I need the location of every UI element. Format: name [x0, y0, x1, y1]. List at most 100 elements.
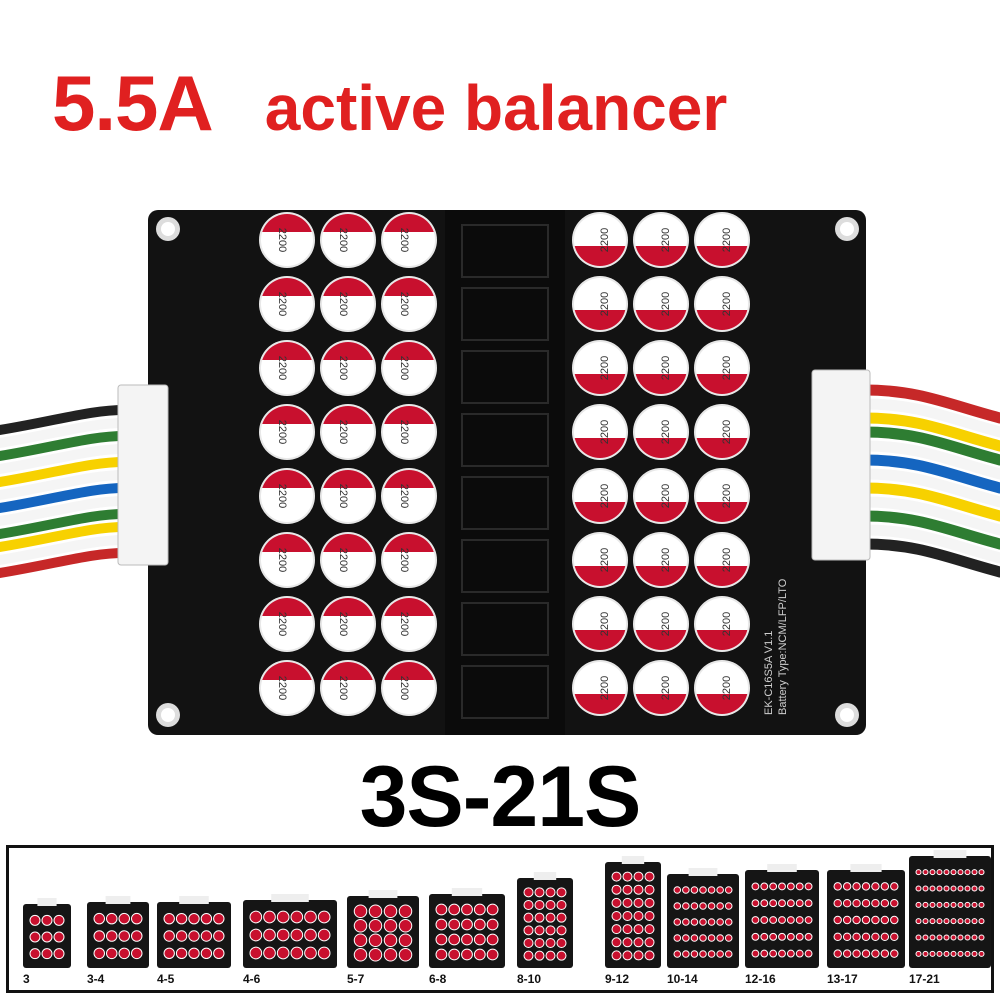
capacitor: 2200 — [381, 532, 437, 588]
wire — [0, 418, 130, 448]
svg-text:2200: 2200 — [599, 484, 611, 508]
variant-capacitor — [778, 882, 786, 891]
svg-text:2200: 2200 — [337, 356, 349, 380]
capacitor: 2200 — [259, 596, 315, 652]
variant-capacitor — [971, 950, 978, 957]
variant-capacitor — [644, 911, 655, 921]
variant-capacitor — [842, 915, 852, 925]
svg-text:2200: 2200 — [337, 420, 349, 444]
variant-label: 6-8 — [429, 972, 447, 986]
variant-capacitor — [486, 933, 499, 946]
variant-capacitor — [290, 946, 304, 960]
variant-board-3-4: 3-4 — [87, 896, 149, 990]
variant-capacitor — [804, 932, 813, 941]
variant-capacitor — [461, 948, 473, 961]
variant-capacitor — [707, 902, 716, 910]
svg-text:2200: 2200 — [337, 292, 349, 316]
capacitor: 2200 — [694, 468, 750, 524]
wire — [859, 384, 1000, 424]
variant-capacitor — [106, 912, 118, 925]
capacitor: 2200 — [381, 468, 437, 524]
variant-capacitor — [213, 947, 225, 960]
variant-capacitor — [690, 918, 699, 926]
wire — [0, 431, 130, 461]
capacitor: 2200 — [381, 660, 437, 716]
variant-capacitor — [398, 904, 413, 918]
variant-capacitor — [769, 932, 778, 941]
variant-capacitor — [964, 901, 971, 908]
variant-capacitor — [804, 949, 813, 958]
variant-capacitor — [611, 911, 622, 921]
variant-capacitor — [622, 950, 633, 961]
variant-capacitor — [523, 938, 534, 948]
variant-capacitor — [556, 912, 567, 923]
variant-capacitor — [842, 882, 852, 891]
svg-text:2200: 2200 — [398, 484, 410, 508]
svg-text:2200: 2200 — [599, 228, 611, 252]
variant-capacitor — [707, 918, 716, 926]
variant-capacitor — [751, 899, 760, 908]
variant-capacitor — [922, 885, 929, 892]
capacitor: 2200 — [694, 404, 750, 460]
variant-board-image — [429, 888, 505, 968]
variant-capacitor — [249, 946, 263, 960]
variant-capacitor — [929, 934, 936, 941]
variant-capacitor — [545, 912, 556, 923]
variant-capacitor — [41, 948, 53, 960]
variant-capacitor — [523, 912, 534, 923]
variant-capacitor — [842, 932, 852, 942]
variant-capacitor — [461, 933, 473, 946]
variant-capacitor — [769, 899, 778, 908]
variant-capacitor — [769, 916, 778, 924]
variant-capacitor — [978, 918, 985, 925]
variant-label: 17-21 — [909, 972, 940, 986]
variant-capacitor — [213, 912, 225, 925]
variant-capacitor — [383, 933, 398, 947]
variant-capacitor — [461, 903, 473, 916]
variant-capacitor — [534, 950, 545, 961]
variant-board-3: 3 — [23, 898, 71, 990]
wire — [0, 457, 130, 487]
variant-capacitor — [915, 950, 922, 957]
inductor — [461, 602, 549, 656]
variant-capacitor — [769, 882, 778, 891]
capacitor: 2200 — [572, 340, 628, 396]
wire — [859, 454, 1000, 494]
variant-capacitor — [644, 924, 655, 935]
variant-board-image — [745, 864, 819, 968]
variant-label: 9-12 — [605, 972, 630, 986]
variant-capacitor — [707, 934, 716, 942]
capacitor: 2200 — [633, 276, 689, 332]
capacitor: 2200 — [694, 532, 750, 588]
inductor — [461, 350, 549, 404]
variant-capacitor — [200, 930, 213, 942]
variant-capacitor — [368, 904, 383, 918]
inductor-channel — [445, 210, 565, 735]
variant-capacitor — [644, 884, 655, 895]
variant-capacitor — [760, 949, 769, 958]
variant-capacitor — [633, 950, 644, 961]
variant-board-4-6: 4-6 — [243, 894, 337, 990]
wire — [859, 510, 1000, 550]
variant-capacitor — [682, 918, 690, 926]
variant-capacitor — [304, 910, 317, 924]
variant-capacitor — [871, 882, 880, 891]
variant-capacitor — [971, 918, 978, 925]
capacitor: 2200 — [694, 276, 750, 332]
variant-capacitor — [383, 919, 398, 933]
inductor — [461, 224, 549, 278]
capacitor: 2200 — [694, 212, 750, 268]
variant-capacitor — [833, 882, 842, 891]
svg-text:2200: 2200 — [721, 356, 733, 380]
capacitor: 2200 — [381, 340, 437, 396]
variant-capacitor — [473, 933, 486, 946]
variant-capacitor — [545, 887, 556, 898]
inductor — [461, 665, 549, 719]
variant-capacitor — [699, 950, 707, 958]
variant-capacitor — [716, 950, 724, 958]
variant-capacitor — [760, 882, 769, 891]
variant-capacitor — [699, 886, 707, 894]
variant-capacitor — [871, 915, 880, 925]
variant-capacitor — [724, 934, 733, 942]
variant-capacitor — [556, 900, 567, 910]
